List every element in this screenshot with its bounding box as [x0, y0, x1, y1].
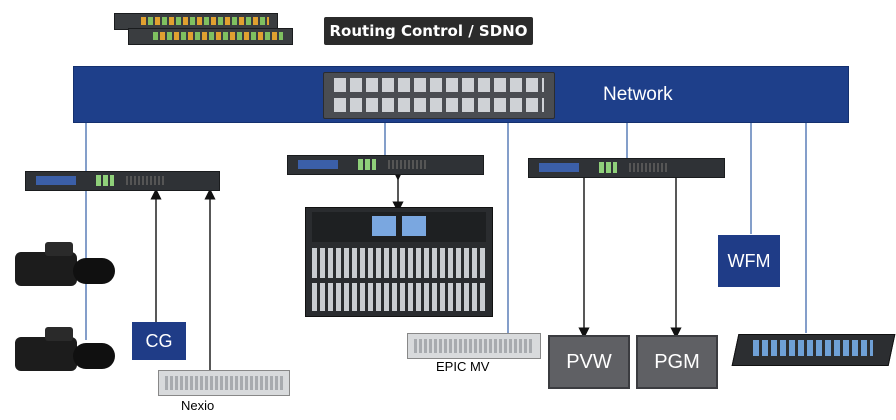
network-switch [323, 72, 555, 119]
epic-mv-caption: EPIC MV [436, 359, 490, 374]
epic-mv-device [407, 333, 541, 359]
router-control-panel-2 [128, 28, 293, 45]
pgm-monitor: PGM [636, 335, 718, 389]
camera-icon [15, 327, 115, 379]
nexio-server [158, 370, 290, 396]
nexio-caption: Nexio [181, 398, 215, 413]
gateway-device-center [287, 155, 484, 175]
production-switcher [305, 207, 493, 317]
pvw-monitor: PVW [548, 335, 630, 389]
cg-box: CG [132, 322, 186, 360]
gateway-device-left [25, 171, 220, 191]
audio-console [731, 328, 896, 370]
gateway-device-right [528, 158, 725, 178]
camera-icon [15, 242, 115, 294]
routing-control-label: Routing Control / SDNO [324, 17, 533, 45]
network-label: Network [603, 84, 673, 105]
wfm-box: WFM [718, 235, 780, 287]
